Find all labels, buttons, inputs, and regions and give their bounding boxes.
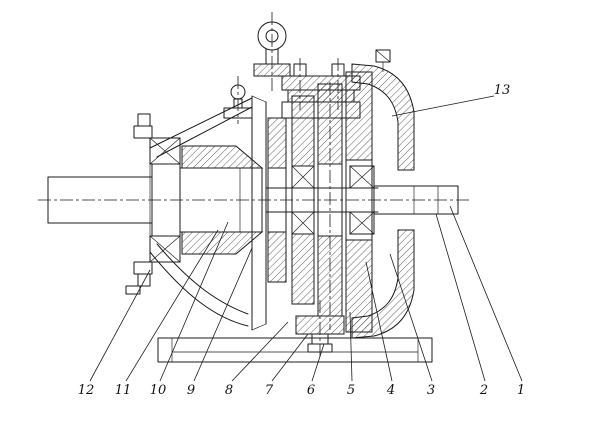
gear-disc-hatch <box>291 233 315 305</box>
base-outline <box>157 337 433 363</box>
callout-label-3: 3 <box>427 383 435 398</box>
eye-boss <box>253 63 291 77</box>
ring-gear-hatch <box>317 235 343 317</box>
carrier-hatch <box>267 231 287 283</box>
hub-section-hatch <box>181 145 264 169</box>
callout-label-1: 1 <box>517 383 525 398</box>
shell-section-upper <box>351 63 415 171</box>
callout-label-13: 13 <box>494 83 511 98</box>
callout-label-12: 12 <box>78 383 95 398</box>
cone-outline-lower <box>149 251 249 327</box>
eye-bolt <box>253 21 291 77</box>
housing-right-shell <box>351 49 415 339</box>
bearing-cross <box>349 165 375 189</box>
bearing-cross <box>149 137 181 165</box>
hub-section-hatch <box>181 231 264 255</box>
leader-lines <box>89 95 523 382</box>
callout-label-8: 8 <box>225 383 233 398</box>
bearing-cross <box>349 211 375 235</box>
leader-line-2 <box>435 213 486 382</box>
leader-line-6 <box>311 343 325 382</box>
leader-line-10 <box>159 221 229 382</box>
leader-line-11 <box>125 229 219 382</box>
eye-shank <box>265 48 279 65</box>
flange-hatch <box>281 75 361 91</box>
callout-label-5: 5 <box>347 383 355 398</box>
breather-cap <box>223 84 253 119</box>
housing-left-cone <box>149 97 253 327</box>
cone-inner-line <box>156 106 253 158</box>
top-flange <box>281 63 361 119</box>
front-cover-plate <box>251 95 267 331</box>
eccentric-hub <box>179 145 264 255</box>
carrier-hatch <box>267 117 287 169</box>
leader-line-9 <box>193 247 253 382</box>
bearing-cross <box>291 211 315 235</box>
callout-label-6: 6 <box>307 383 315 398</box>
output-shaft-body <box>373 185 459 215</box>
leader-line-5 <box>349 311 353 382</box>
lifting-lug-detail <box>375 49 391 72</box>
callout-label-2: 2 <box>479 383 488 398</box>
breather-boss <box>223 107 253 119</box>
output-shaft <box>373 185 459 215</box>
callout-label-7: 7 <box>265 383 274 398</box>
callout-label-9: 9 <box>187 383 195 398</box>
callout-label-4: 4 <box>386 383 395 398</box>
drain-plug <box>295 315 345 353</box>
flange-hatch <box>287 89 355 103</box>
eye-ring-outer <box>257 21 287 51</box>
cone-inner-lower <box>156 243 249 315</box>
base-plate <box>157 337 433 363</box>
leader-line-4 <box>365 261 393 382</box>
leader-line-7 <box>271 333 309 382</box>
center-bearings <box>291 165 375 235</box>
eye-ring-inner <box>265 29 279 43</box>
leader-line-3 <box>389 253 433 382</box>
gear-disc-hatch <box>291 95 315 167</box>
drain-boss <box>295 315 345 335</box>
bearing-cap-bolts <box>125 113 153 295</box>
drain-bolt-head <box>307 343 333 353</box>
leader-line-12 <box>89 269 151 382</box>
cap-bolt-head <box>137 113 151 127</box>
output-shaft-steps <box>413 186 439 214</box>
callout-labels: 12 11 10 9 8 7 6 5 4 3 2 1 13 <box>78 83 525 398</box>
bearing-cross <box>291 165 315 189</box>
leader-line-13 <box>391 95 495 117</box>
cone-outline <box>149 97 253 149</box>
leader-line-8 <box>231 321 289 382</box>
callout-label-11: 11 <box>115 383 132 398</box>
gear-stack <box>267 83 343 317</box>
cap-bolt-nut <box>125 285 141 295</box>
flange-outline <box>281 101 361 119</box>
shaft-steps <box>285 188 343 212</box>
cap-bolt-head <box>137 273 151 287</box>
callout-label-10: 10 <box>150 383 167 398</box>
cover-joint <box>251 95 267 331</box>
leader-line-1 <box>449 205 523 382</box>
